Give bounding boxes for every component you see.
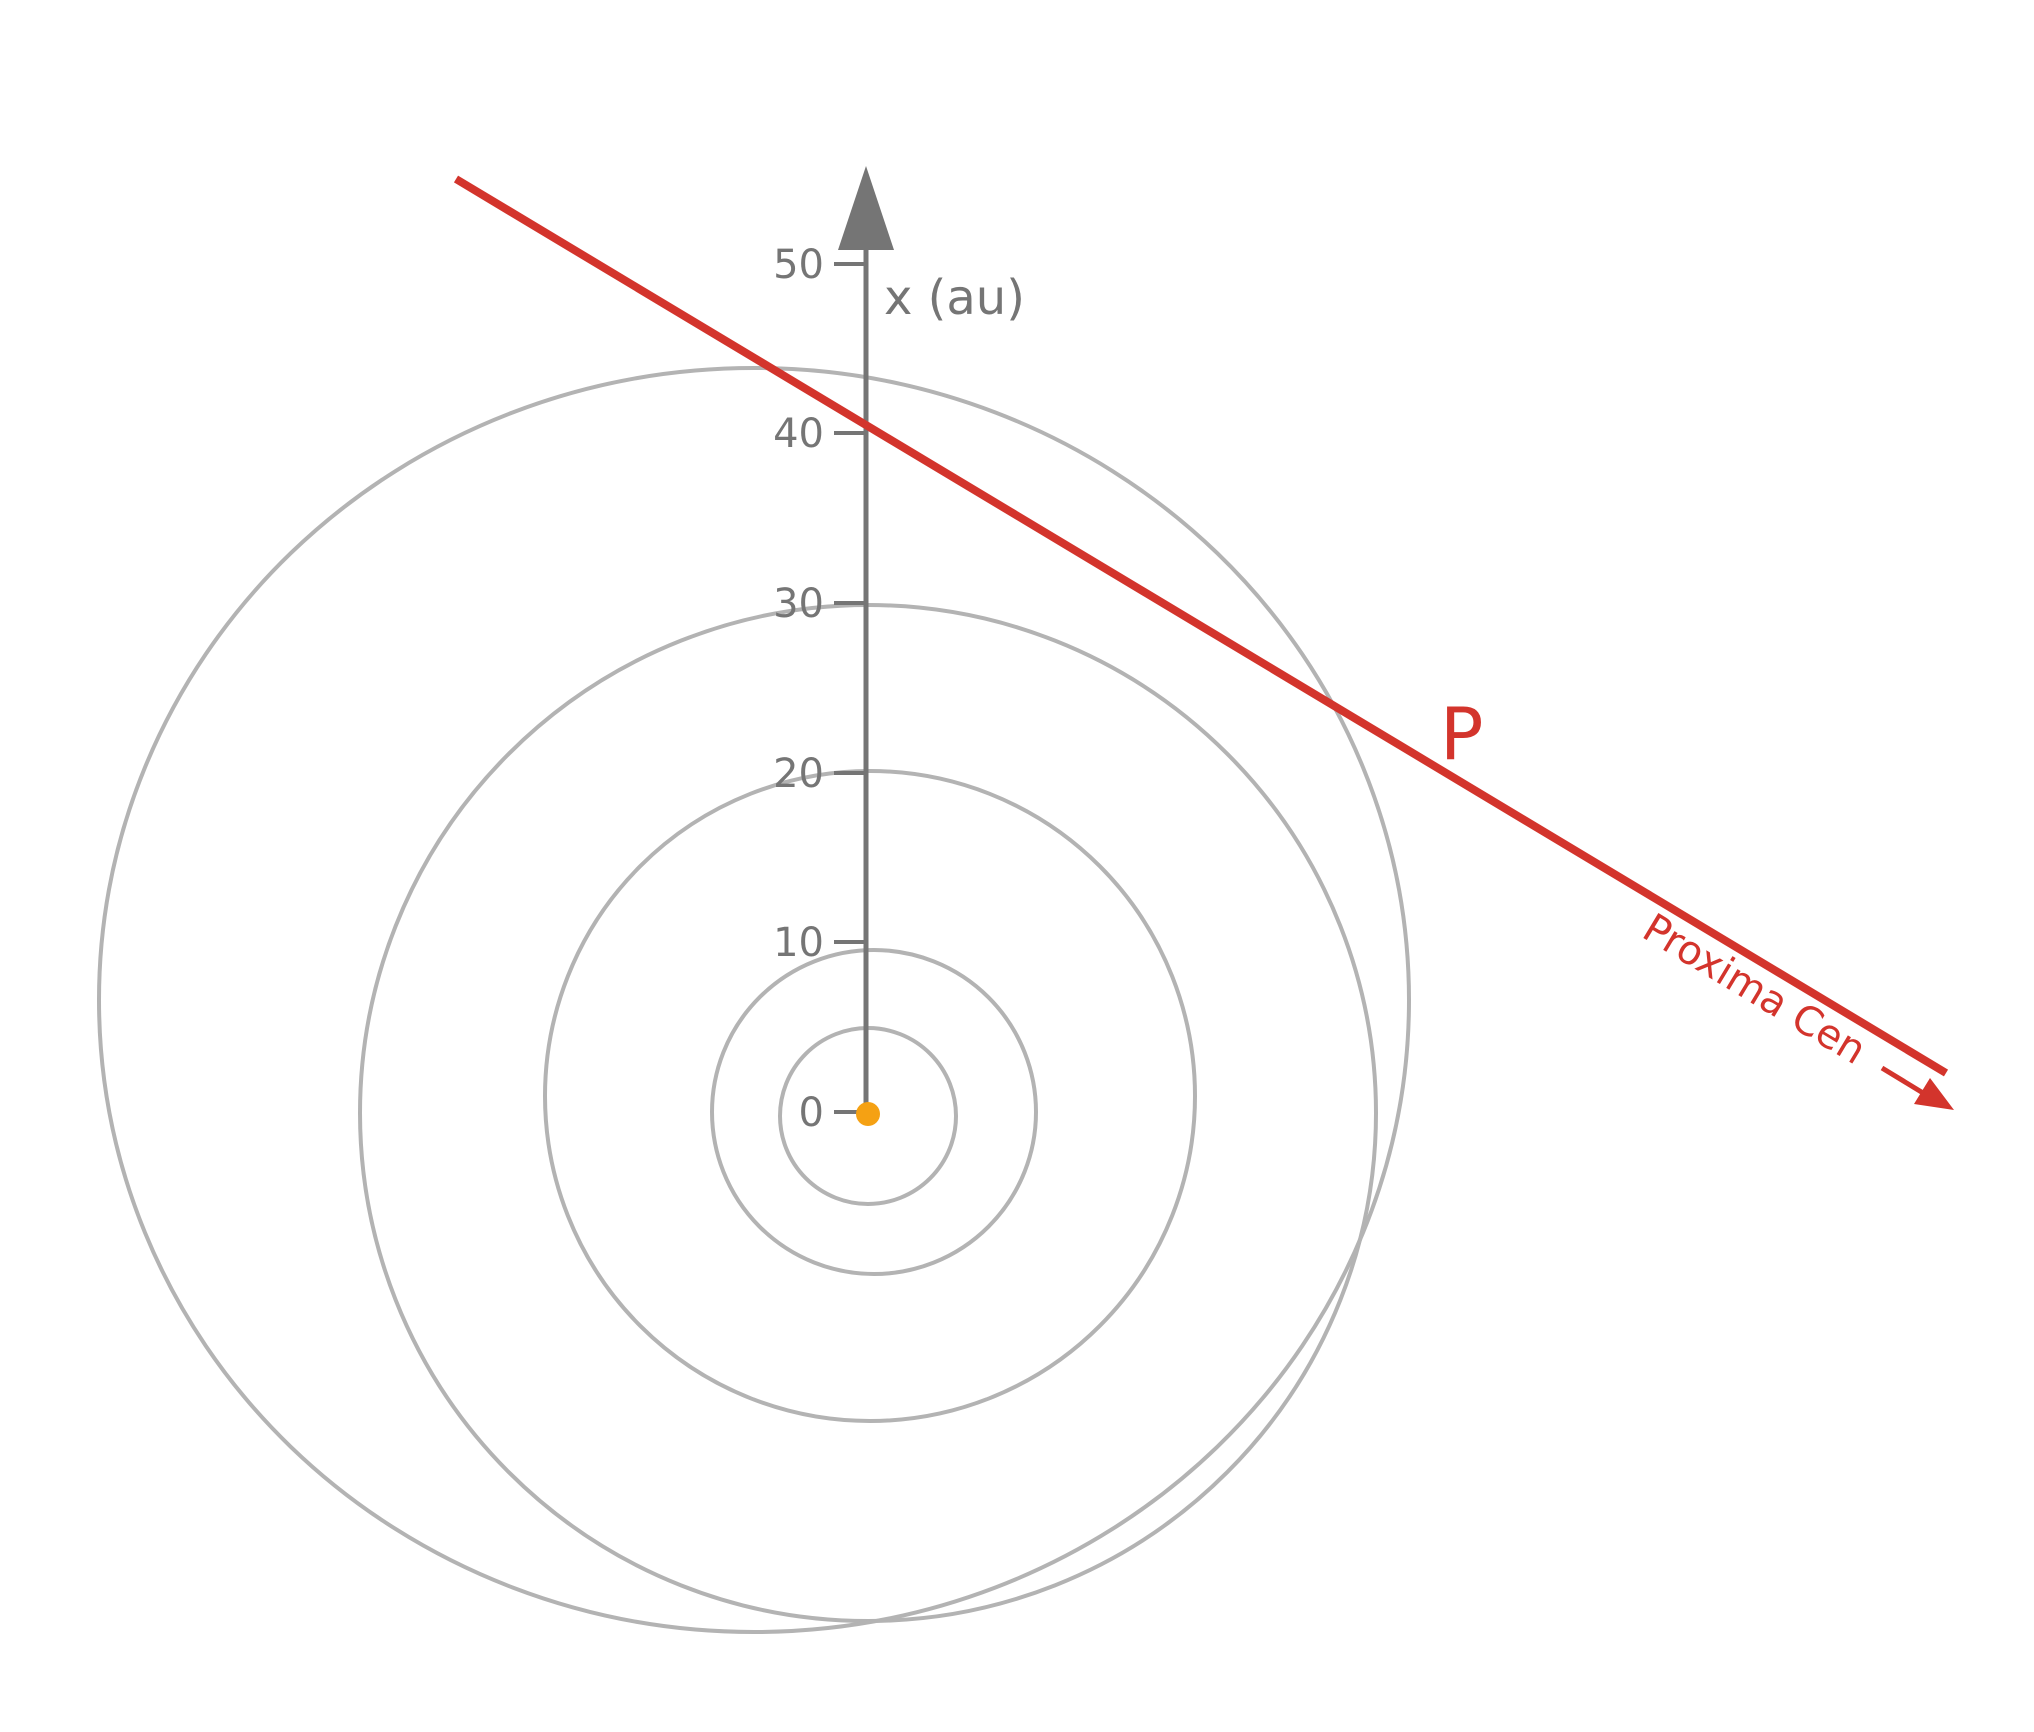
axis-label: x (au) (884, 270, 1025, 326)
orbit-5 (97, 366, 1411, 1634)
tick-label-40: 40 (773, 411, 824, 457)
tick-label-20: 20 (773, 751, 824, 797)
direction-label: Proxima Cen (1635, 905, 1874, 1074)
tick-label-0: 0 (799, 1090, 824, 1136)
x-axis: x (au) 0 10 20 30 40 50 (773, 166, 1025, 1136)
orbit-3 (543, 769, 1197, 1423)
orbit-2 (710, 948, 1038, 1276)
axis-arrowhead (838, 166, 894, 250)
trajectory: P Proxima Cen (453, 175, 1954, 1110)
point-label-p: P (1440, 692, 1483, 776)
direction-arrow-icon (1914, 1078, 1954, 1110)
trajectory-line (453, 175, 1949, 1077)
axis-ticks (834, 262, 866, 1114)
direction-arrow-shaft (1880, 1065, 1930, 1099)
tick-label-30: 30 (773, 581, 824, 627)
tick-label-10: 10 (773, 920, 824, 966)
sun-marker (856, 1102, 880, 1126)
orbits (97, 366, 1411, 1634)
tick-label-50: 50 (773, 242, 824, 288)
axis-tick-labels: 0 10 20 30 40 50 (773, 242, 824, 1136)
